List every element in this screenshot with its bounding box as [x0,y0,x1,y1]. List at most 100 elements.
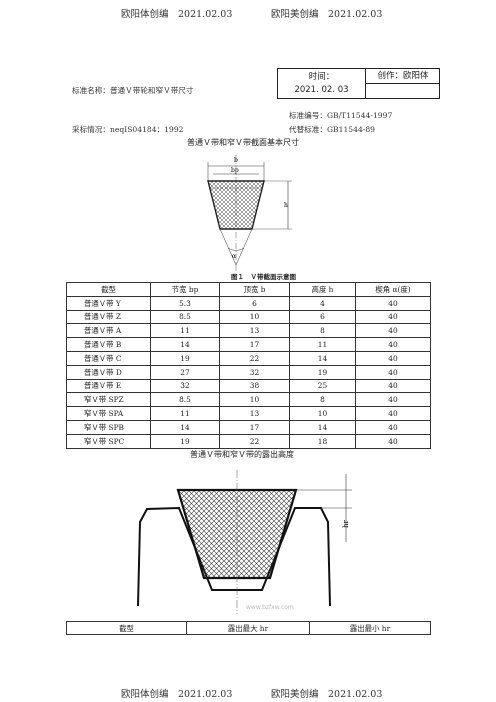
value-cell: 11 [150,323,220,339]
belt-type-cell: 普通Ｖ带 C [66,350,151,366]
value-cell: 32 [150,378,220,394]
column-header: 顶宽 b [219,282,290,297]
belt-type-cell: 普通Ｖ带 D [66,364,151,380]
header-right: 欧阳美创编 2021.02.03 [271,9,383,20]
standard-number: 标准编号：GB/T11544-1997 [289,111,393,120]
time-cell: 时间： 2021. 02. 03 [278,69,366,98]
column-header: 高度 h [289,282,356,297]
standard-name: 标准名称：普通Ｖ带轮和窄Ｖ带尺寸 [72,86,194,95]
value-cell: 19 [289,364,356,380]
belt-type-cell: 普通Ｖ带 B [66,337,151,352]
value-cell: 10 [219,392,290,408]
value-cell: 19 [150,350,220,366]
value-cell: 22 [219,433,290,449]
value-cell: 25 [289,378,356,394]
belt-type-cell: 窄Ｖ带 SPB [66,419,151,435]
value-cell: 40 [355,419,431,435]
value-cell: 18 [289,433,356,449]
value-cell: 11 [150,406,220,421]
value-cell: 14 [289,419,356,435]
value-cell: 40 [355,337,431,352]
time-label: 时间： [308,72,335,82]
value-cell: 40 [355,433,431,449]
value-cell: 40 [355,364,431,380]
belt-type-cell: 普通Ｖ带 A [66,323,151,339]
value-cell: 6 [219,295,290,311]
label-hr: hr [342,519,350,528]
column-header: 截型 [66,282,151,297]
value-cell: 11 [289,337,356,352]
value-cell: 40 [355,323,431,339]
value-cell: 40 [355,309,431,325]
belt-in-groove [176,488,298,580]
value-cell: 8.5 [150,309,220,325]
value-cell: 38 [219,378,290,394]
belt-type-cell: 窄Ｖ带 SPA [66,406,151,421]
column-header: 露出最大 hr [186,621,310,635]
value-cell: 4 [289,295,356,311]
value-cell: 27 [150,364,220,380]
pulley-groove-figure: hr www.bzfxw.com [137,470,352,614]
value-cell: 40 [355,350,431,366]
value-cell: 13 [219,323,290,339]
value-cell: 14 [289,350,356,366]
value-cell: 14 [150,337,220,352]
value-cell: 17 [219,419,290,435]
figure1-caption: 图１ Ｖ带截面示意图 [231,273,296,281]
value-cell: 8 [289,323,356,339]
value-cell: 14 [150,419,220,435]
label-bp: bp [231,167,239,174]
value-cell: 8 [289,392,356,408]
footer-left: 欧阳体创编 2021.02.03 [121,689,233,700]
column-header: 楔角 α(度) [355,282,431,297]
label-h: h [284,202,288,209]
watermark: www.bzfxw.com [246,604,294,611]
section2-title: 普通Ｖ带和窄Ｖ带的露出高度 [190,450,294,459]
value-cell: 17 [219,337,290,352]
value-cell: 40 [355,378,431,394]
belt-type-cell: 普通Ｖ带 Y [66,295,151,311]
value-cell: 6 [289,309,356,325]
value-cell: 8.5 [150,392,220,408]
value-cell: 22 [219,350,290,366]
value-cell: 32 [219,364,290,380]
value-cell: 40 [355,392,431,408]
value-cell: 13 [219,406,290,421]
value-cell: 19 [150,433,220,449]
value-cell: 40 [355,295,431,311]
v-belt-section-figure: b bp h α [207,155,292,272]
belt-type-cell: 普通Ｖ带 Z [66,309,151,325]
belt-type-cell: 普通Ｖ带 E [66,378,151,394]
value-cell: 10 [289,406,356,421]
belt-type-cell: 窄Ｖ带 SPC [66,433,151,449]
belt-type-cell: 窄Ｖ带 SPZ [66,392,151,408]
time-value: 2021. 02. 03 [294,85,349,95]
column-header: 截型 [66,621,187,635]
header-left: 欧阳体创编 2021.02.03 [121,9,233,20]
footer-right: 欧阳美创编 2021.02.03 [271,689,383,700]
column-header: 节宽 bp [150,282,220,297]
adoption-status: 采标情况：neqIS04184：1992 [72,125,184,134]
info-box: 时间： 2021. 02. 03 创作：欧阳体 [277,68,440,99]
replaced-standard: 代替标准：GB11544-89 [289,125,376,134]
section1-title: 普通Ｖ带和窄Ｖ带截面基本尺寸 [187,138,299,147]
author-cell: 创作：欧阳体 [366,69,440,84]
value-cell: 10 [219,309,290,325]
column-header: 露出最小 hr [309,621,431,635]
label-alpha: α [232,253,236,260]
value-cell: 5.3 [150,295,220,311]
